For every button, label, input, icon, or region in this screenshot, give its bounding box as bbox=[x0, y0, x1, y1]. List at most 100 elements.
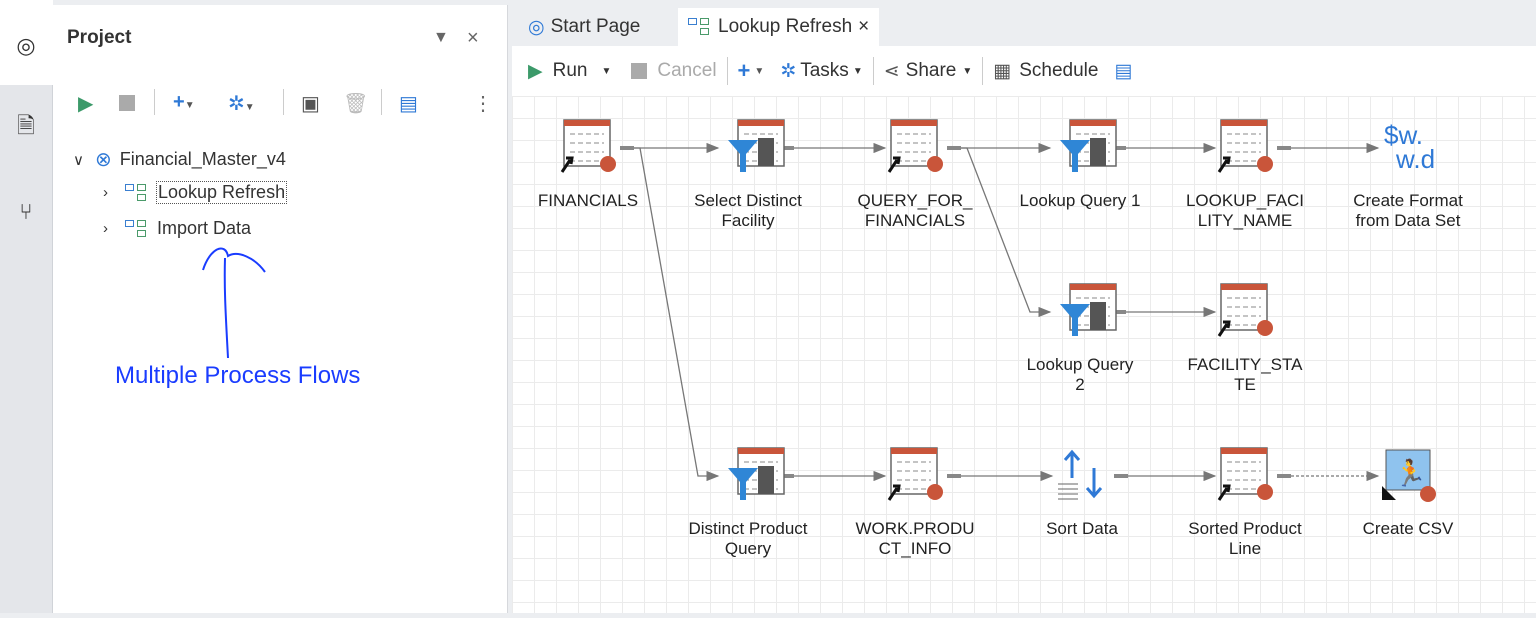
document-icon[interactable]: 🗎 bbox=[17, 113, 35, 138]
query-icon bbox=[728, 119, 785, 172]
chevron-down-icon[interactable]: ∨ bbox=[73, 151, 84, 169]
tasks-button[interactable]: ✲Tasks▼ bbox=[780, 60, 863, 82]
start-icon: ◎ bbox=[528, 16, 545, 38]
flow-node-table[interactable]: FINANCIALS bbox=[538, 119, 638, 210]
run-button[interactable]: ▶Run▼ bbox=[528, 60, 612, 82]
tab-bar: ◎Start Page Lookup Refresh× bbox=[512, 0, 1536, 46]
git-branch-icon[interactable]: ⑂ bbox=[19, 199, 33, 224]
share-label: Share bbox=[905, 60, 957, 81]
flow-node-table[interactable]: LOOKUP_FACILITY_NAME bbox=[1186, 119, 1304, 230]
flow-edge[interactable] bbox=[1277, 142, 1380, 154]
node-label: Lookup Query 1 bbox=[1020, 191, 1141, 210]
calendar-icon: ▦ bbox=[993, 60, 1012, 82]
node-label: FINANCIALS bbox=[865, 211, 965, 230]
flow-node-query[interactable]: Lookup Query 1 bbox=[1020, 119, 1141, 210]
flow-node-export[interactable]: 🏃 Create CSV bbox=[1363, 449, 1454, 538]
flow-edge[interactable] bbox=[780, 470, 887, 482]
tasks-icon: ✲ bbox=[780, 60, 797, 82]
node-label: WORK.PRODU bbox=[856, 519, 975, 538]
stop-icon[interactable] bbox=[119, 95, 135, 111]
schedule-button[interactable]: ▦ Schedule bbox=[993, 60, 1098, 83]
run-icon: ▶ bbox=[528, 60, 543, 82]
table-icon bbox=[1217, 447, 1273, 501]
tree-flow-import-data[interactable]: › Import Data bbox=[103, 218, 251, 239]
share-button[interactable]: ⋖Share▼ bbox=[883, 60, 973, 82]
table-icon bbox=[1217, 119, 1273, 173]
node-label: from Data Set bbox=[1356, 211, 1461, 230]
flow-edge[interactable] bbox=[1112, 306, 1217, 318]
node-label: 2 bbox=[1075, 375, 1084, 394]
add-button[interactable]: +▼ bbox=[737, 58, 765, 83]
flow-label: Import Data bbox=[157, 218, 252, 238]
process-flow-icon bbox=[125, 183, 149, 203]
panel-menu-icon[interactable]: ▼ bbox=[433, 29, 449, 46]
panel-title: Project bbox=[67, 27, 132, 48]
node-label: FINANCIALS bbox=[538, 191, 638, 210]
project-label: Financial_Master_v4 bbox=[119, 149, 286, 169]
flow-label: Lookup Refresh bbox=[155, 181, 288, 204]
flow-edge[interactable] bbox=[947, 146, 1052, 318]
svg-text:🏃: 🏃 bbox=[1394, 458, 1426, 488]
start-icon[interactable]: ◎ bbox=[16, 33, 36, 58]
share-icon: ⋖ bbox=[883, 60, 900, 82]
flow-node-sort[interactable]: Sort Data bbox=[1046, 449, 1118, 538]
process-flow-icon bbox=[125, 219, 149, 239]
schedule-label: Schedule bbox=[1019, 60, 1099, 81]
properties-icon[interactable]: ▤ bbox=[1114, 60, 1133, 82]
svg-text:$w.: $w. bbox=[1384, 120, 1423, 150]
flow-edge[interactable] bbox=[1114, 470, 1217, 482]
chevron-right-icon[interactable]: › bbox=[103, 220, 108, 237]
tab-close-icon[interactable]: × bbox=[858, 16, 870, 37]
flow-edge[interactable] bbox=[1277, 470, 1380, 482]
tasks-icon[interactable]: ✲▼ bbox=[228, 93, 255, 115]
flow-edge[interactable] bbox=[780, 142, 887, 154]
side-rail: ◎ 🗎 ⑂ bbox=[0, 0, 53, 613]
node-label: Query bbox=[725, 539, 772, 558]
stop-icon bbox=[631, 63, 648, 79]
tree-flow-lookup-refresh[interactable]: › Lookup Refresh bbox=[103, 181, 288, 204]
table-icon bbox=[887, 447, 943, 501]
project-panel: Project ▼ × ▶ +▼ ✲▼ ▣ 🗑 ▤ ⋮ ∨ ⊗ Financia… bbox=[53, 5, 508, 613]
tree-project[interactable]: ∨ ⊗ Financial_Master_v4 bbox=[73, 147, 286, 172]
sort-icon bbox=[1058, 449, 1103, 500]
tab-start-page[interactable]: ◎Start Page bbox=[518, 8, 650, 46]
cancel-button: Cancel bbox=[631, 60, 717, 82]
flow-edge[interactable] bbox=[620, 146, 720, 482]
node-label: LOOKUP_FACI bbox=[1186, 191, 1304, 210]
chevron-right-icon[interactable]: › bbox=[103, 184, 108, 201]
tab-label: Start Page bbox=[550, 16, 641, 37]
add-icon[interactable]: +▼ bbox=[173, 91, 195, 113]
save-icon[interactable]: ▣ bbox=[301, 93, 320, 115]
table-icon bbox=[887, 119, 943, 173]
flow-edge[interactable] bbox=[1112, 142, 1217, 154]
node-label: Create Format bbox=[1353, 191, 1463, 210]
node-label: Sorted Product bbox=[1188, 519, 1302, 538]
flow-node-table[interactable]: QUERY_FOR_FINANCIALS bbox=[858, 119, 973, 230]
tab-label: Lookup Refresh bbox=[718, 16, 853, 37]
flow-toolbar: ▶Run▼ Cancel +▼ ✲Tasks▼ ⋖Share▼ ▦ Schedul… bbox=[512, 46, 1536, 96]
table-icon bbox=[1217, 283, 1273, 337]
more-icon[interactable]: ⋮ bbox=[473, 93, 493, 115]
tab-lookup-refresh[interactable]: Lookup Refresh× bbox=[678, 8, 880, 46]
table-icon bbox=[560, 119, 616, 173]
run-icon[interactable]: ▶ bbox=[78, 93, 94, 115]
close-icon[interactable]: × bbox=[467, 27, 479, 49]
node-label: QUERY_FOR_ bbox=[858, 191, 973, 210]
node-label: Facility bbox=[722, 211, 775, 230]
query-icon bbox=[1060, 119, 1117, 172]
flow-edge[interactable] bbox=[947, 470, 1054, 482]
node-label: Create CSV bbox=[1363, 519, 1454, 538]
query-icon bbox=[728, 447, 785, 500]
properties-icon[interactable]: ▤ bbox=[399, 93, 418, 115]
node-label: Select Distinct bbox=[694, 191, 802, 210]
tasks-label: Tasks bbox=[800, 60, 849, 81]
